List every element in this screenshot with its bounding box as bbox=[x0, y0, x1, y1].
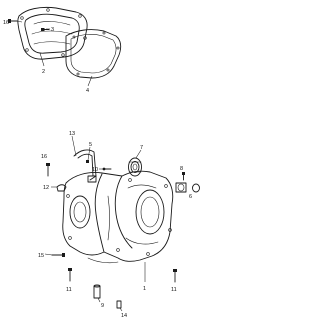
leader-15 bbox=[44, 253, 53, 256]
callout-11-right: 11 bbox=[171, 287, 177, 293]
callout-3: 3 bbox=[51, 27, 54, 33]
leader-5 bbox=[87, 146, 91, 161]
bolt-11-left bbox=[68, 268, 72, 282]
end-cover-part bbox=[17, 6, 88, 60]
cap-6 bbox=[175, 182, 200, 193]
bolt-11-right bbox=[173, 269, 177, 283]
bracket-13 bbox=[73, 149, 97, 183]
leader-4 bbox=[87, 75, 93, 87]
callout-16-top: 16 bbox=[3, 20, 9, 26]
transmission-case-part bbox=[62, 170, 174, 264]
callout-1: 1 bbox=[143, 286, 146, 292]
exploded-parts-diagram: 16 3 2 4 13 5 7 16 10 8 12 6 15 11 11 1 … bbox=[3, 6, 200, 319]
callout-5: 5 bbox=[89, 142, 92, 148]
leader-7 bbox=[135, 149, 142, 159]
callout-6: 6 bbox=[189, 194, 192, 200]
bolt-16-lower bbox=[46, 163, 50, 177]
callout-4: 4 bbox=[86, 88, 89, 94]
callout-9: 9 bbox=[101, 303, 104, 309]
callout-2: 2 bbox=[42, 69, 45, 75]
bearing-7 bbox=[128, 157, 142, 177]
callout-8: 8 bbox=[180, 166, 183, 172]
callout-13: 13 bbox=[69, 131, 75, 137]
leader-16-top bbox=[15, 20, 23, 23]
callout-10: 10 bbox=[92, 167, 98, 173]
plug-9 bbox=[93, 284, 101, 299]
gasket-part bbox=[65, 29, 122, 79]
leader-13 bbox=[71, 135, 77, 157]
plug-5 bbox=[86, 160, 89, 163]
callout-11-left: 11 bbox=[66, 287, 72, 293]
callout-15: 15 bbox=[38, 253, 44, 259]
callout-12: 12 bbox=[43, 185, 49, 191]
seal-8 bbox=[182, 172, 185, 181]
leader-9 bbox=[97, 297, 101, 303]
bolt-15 bbox=[51, 253, 65, 257]
leader-2 bbox=[39, 52, 45, 67]
callout-16-lower: 16 bbox=[41, 154, 47, 160]
pin-10 bbox=[102, 167, 112, 171]
clip-12 bbox=[56, 184, 67, 192]
bolt-16-upper bbox=[8, 19, 18, 23]
callout-14: 14 bbox=[121, 313, 127, 319]
leader-14 bbox=[119, 307, 123, 312]
bolt-3 bbox=[41, 28, 50, 31]
callout-7: 7 bbox=[140, 145, 143, 151]
pin-14 bbox=[116, 300, 122, 309]
